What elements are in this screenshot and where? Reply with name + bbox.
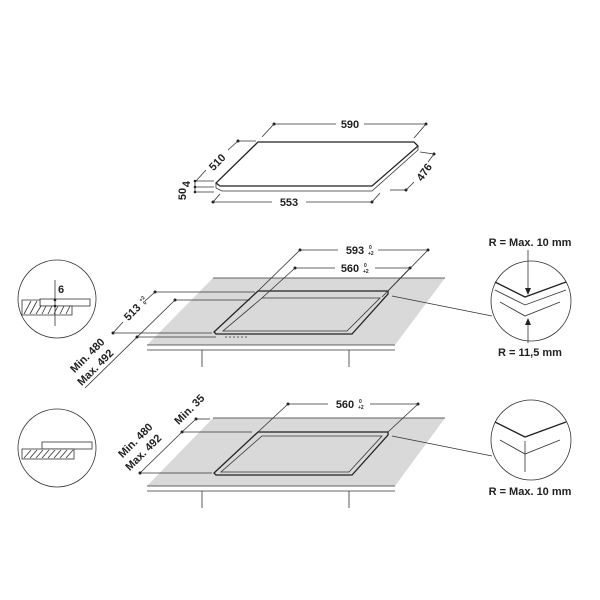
- front-min-label: Min. 35: [172, 392, 207, 427]
- tolerance-upper: 0: [369, 245, 372, 251]
- step-detail-circle: [17, 259, 97, 339]
- surface-detail-circle: [17, 408, 97, 488]
- flush-cutout-inner-label: 560: [341, 263, 359, 275]
- tolerance-lower: +2: [368, 251, 374, 257]
- standard-cutout-label: 560: [336, 399, 354, 411]
- tolerance-upper: 0: [364, 263, 367, 269]
- tolerance-upper: +2: [138, 295, 146, 303]
- hob-drawing: 590 510 476 553 4 50: [177, 119, 436, 209]
- hob-height-label: 50: [177, 188, 189, 200]
- hob-depth-label: 510: [207, 152, 228, 173]
- tolerance-lower: +2: [363, 269, 369, 275]
- corner-detail-circle: [490, 260, 572, 342]
- hob-inner-depth-label: 476: [415, 162, 435, 184]
- hob-bottom-width-label: 553: [280, 197, 298, 209]
- flush-outer-radius-label: R = Max. 10 mm: [489, 237, 572, 249]
- corner-detail-circle-standard: [490, 399, 572, 481]
- flush-depth-label: 513: [122, 302, 143, 323]
- tolerance-lower: 0: [142, 300, 148, 306]
- tolerance-lower: +2: [358, 405, 364, 411]
- tolerance-upper: 0: [359, 399, 362, 405]
- standard-mount-drawing: 560 0 +2 Min. 35 Min. 480 Max. 492 R = M…: [17, 392, 572, 508]
- flush-mount-drawing: 593 0 +2 560 0 +2 513 +2 0 Min. 480 Max.…: [17, 237, 572, 388]
- flush-inner-radius-label: R = 11,5 mm: [498, 347, 562, 359]
- flush-cutout-outer-label: 593: [346, 245, 364, 257]
- glass-thickness-label: 4: [181, 180, 193, 187]
- standard-radius-label: R = Max. 10 mm: [489, 486, 572, 498]
- step-depth-label: 6: [58, 284, 64, 296]
- hob-width-label: 590: [341, 119, 359, 131]
